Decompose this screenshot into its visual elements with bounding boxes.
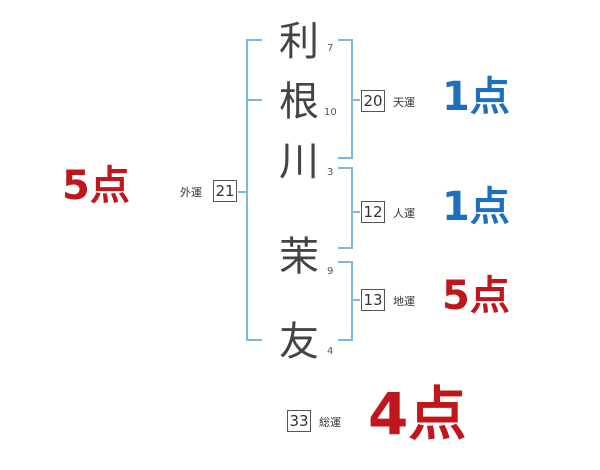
tenkaku-label: 天運	[393, 96, 415, 109]
jinkaku-score: 1点	[442, 184, 510, 230]
name-char-5: 友	[279, 319, 319, 365]
tenkaku-score: 1点	[442, 74, 510, 120]
tenkaku-value-box: 20	[361, 90, 385, 112]
name-char-2: 根	[279, 79, 319, 125]
soukaku-value-box: 33	[287, 410, 311, 432]
stroke-count-4: 9	[327, 266, 334, 277]
name-char-4: 茉	[279, 234, 319, 280]
stroke-count-3: 3	[327, 167, 334, 178]
soukaku-label: 総運	[319, 416, 341, 429]
jinkaku-bracket	[338, 167, 353, 249]
name-char-3: 川	[279, 139, 319, 185]
jinkaku-label: 人運	[393, 207, 415, 220]
gaikaku-value-box: 21	[213, 180, 237, 202]
chikaku-bracket	[338, 261, 353, 341]
stroke-count-1: 7	[327, 43, 334, 54]
soukaku-score: 4点	[368, 380, 467, 448]
chikaku-label: 地運	[393, 295, 415, 308]
chikaku-value-box: 13	[361, 289, 385, 311]
tenkaku-bracket	[338, 39, 353, 159]
name-char-1: 利	[279, 19, 319, 65]
gaikaku-score: 5点	[62, 163, 130, 209]
stroke-count-2: 10	[324, 107, 337, 118]
chikaku-score: 5点	[442, 273, 510, 319]
jinkaku-value-box: 12	[361, 201, 385, 223]
stroke-count-5: 4	[327, 346, 334, 357]
outer-bracket	[246, 39, 262, 341]
gaikaku-label: 外運	[180, 186, 202, 199]
